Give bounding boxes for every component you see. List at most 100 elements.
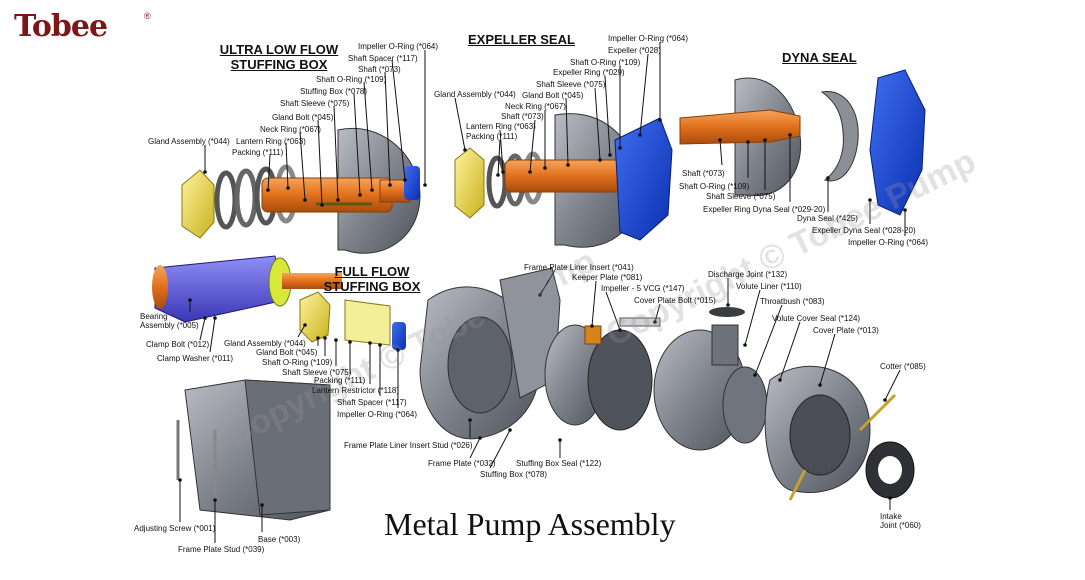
ultra-low-flow-parts — [181, 128, 421, 254]
leader-arrow-tip — [788, 133, 792, 137]
label-exp-expeller-ring: Expeller Ring (*029) — [553, 68, 625, 77]
leader-arrow-tip — [883, 398, 887, 402]
leader-arrow-tip — [423, 183, 427, 187]
label-ulf-packing: Packing (*111) — [232, 148, 284, 157]
heading-ultra-low-flow: ULTRA LOW FLOW STUFFING BOX — [212, 42, 346, 72]
leader-arrow-tip — [501, 170, 505, 174]
leader-arrow-tip — [358, 193, 362, 197]
leader-arrow-tip — [868, 198, 872, 202]
label-main-cover-plate: Cover Plate (*013) — [813, 326, 879, 335]
leader-arrow-tip — [463, 148, 467, 152]
leader-arrow-tip — [178, 478, 182, 482]
frame-plate-bore — [447, 316, 513, 414]
shaft-ff — [282, 273, 342, 289]
leader-line — [384, 71, 391, 186]
leader-arrow-tip — [286, 186, 290, 190]
leader-arrow-tip — [203, 316, 207, 320]
leader-line — [199, 317, 206, 341]
label-ff-impeller-o-ring: Impeller O-Ring (*064) — [337, 410, 418, 419]
label-ulf-lantern-ring: Lantern Ring (*063) — [236, 137, 306, 146]
diagram-title: Metal Pump Assembly — [384, 506, 676, 542]
leader-arrow-tip — [303, 323, 307, 327]
label-ulf-neck-ring: Neck Ring (*067) — [260, 125, 321, 134]
leader-arrow-tip — [336, 198, 340, 202]
leader-arrow-tip — [213, 498, 217, 502]
label-main-intake-joint: Joint (*060) — [880, 521, 921, 530]
label-exp-expeller: Expeller (*028) — [608, 46, 661, 55]
leader-arrow-tip — [818, 383, 822, 387]
label-exp-shaft-sleeve: Shaft Sleeve (*075) — [536, 80, 606, 89]
stuffing-box-ff — [344, 299, 391, 346]
packing-ring-ulf-2 — [234, 168, 258, 228]
leader-line — [285, 142, 289, 189]
leader-arrow-tip — [370, 188, 374, 192]
throatbush — [722, 366, 768, 444]
leader-line — [497, 139, 501, 176]
leader-arrow-tip — [903, 208, 907, 212]
leader-arrow-tip — [396, 348, 400, 352]
leader-line — [819, 333, 836, 386]
leader-line — [604, 75, 611, 156]
label-ff-bearing-assembly: Assembly (*005) — [140, 321, 199, 330]
leader-line — [299, 131, 306, 201]
leader-line — [539, 269, 556, 296]
discharge-neck — [711, 324, 739, 366]
label-dyna-shaft: Shaft (*073) — [682, 169, 725, 178]
base-parts — [176, 379, 331, 521]
leader-arrow-tip — [558, 438, 562, 442]
leader-line — [353, 93, 361, 196]
label-ulf-gland-bolt: Gland Bolt (*045) — [272, 113, 334, 122]
dyna-seal-parts — [679, 69, 926, 216]
label-ulf-shaft: Shaft (*073) — [358, 65, 401, 74]
label-main-frame-plate-stud: Frame Plate Stud (*039) — [178, 545, 265, 554]
label-ulf-impeller-o-ring: Impeller O-Ring (*064) — [358, 42, 439, 51]
label-ulf-gland-assembly: Gland Assembly (*044) — [148, 137, 230, 146]
heading-full-flow-line1: FULL FLOW — [334, 264, 410, 279]
label-ff-clamp-washer: Clamp Washer (*011) — [157, 354, 234, 363]
leader-line — [605, 291, 621, 331]
leader-line — [639, 53, 649, 136]
leader-line — [209, 317, 216, 353]
heading-full-flow: FULL FLOW STUFFING BOX — [322, 264, 422, 294]
label-main-base: Base (*003) — [258, 535, 301, 544]
leader-arrow-tip — [203, 170, 207, 174]
leader-arrow-tip — [538, 293, 542, 297]
label-ff-clamp-bolt: Clamp Bolt (*012) — [146, 340, 210, 349]
cover-plate-bolt — [619, 317, 661, 327]
label-main-frame-plate-liner-insert: Frame Plate Liner Insert (*041) — [524, 263, 634, 272]
leader-line — [317, 119, 323, 206]
label-ff-shaft-sleeve: Shaft Sleeve (*075) — [282, 368, 352, 377]
label-main-frame-plate: Frame Plate (*032) — [428, 459, 496, 468]
shaft-sleeve-ulf — [261, 177, 393, 213]
leader-line — [297, 324, 306, 338]
leader-arrow-tip — [320, 203, 324, 207]
gland-assembly-ulf — [181, 169, 215, 239]
label-exp-gland-assembly: Gland Assembly (*044) — [434, 90, 516, 99]
leader-arrow-tip — [566, 163, 570, 167]
label-ff-lantern-restrictor: Lantern Restrictor (*118) — [312, 386, 399, 395]
leader-line — [565, 97, 569, 166]
leader-arrow-tip — [598, 158, 602, 162]
shaft-dyna — [679, 109, 801, 145]
leader-line — [754, 304, 783, 376]
leader-arrow-tip — [618, 328, 622, 332]
base-face — [244, 379, 331, 516]
label-main-throatbush: Throatbush (*083) — [760, 297, 825, 306]
cotter — [858, 393, 897, 432]
label-dyna-expeller-ring: Expeller Ring Dyna Seal (*029-20) — [703, 205, 826, 214]
heading-full-flow-line2: STUFFING BOX — [323, 279, 421, 294]
leader-arrow-tip — [316, 336, 320, 340]
cotter-2 — [788, 469, 807, 501]
leader-arrow-tip — [403, 178, 407, 182]
label-main-impeller: Impeller - 5 VCG (*147) — [601, 284, 685, 293]
gland-assembly-ff — [299, 291, 331, 343]
leader-arrow-tip — [718, 138, 722, 142]
label-ff-gland-assembly: Gland Assembly (*044) — [224, 339, 306, 348]
leader-arrow-tip — [323, 336, 327, 340]
label-exp-neck-ring: Neck Ring (*067) — [505, 102, 566, 111]
intake-joint-hole — [878, 456, 902, 484]
keeper-plate — [584, 325, 602, 345]
leader-arrow-tip — [303, 198, 307, 202]
label-exp-shaft: Shaft (*073) — [501, 112, 544, 121]
